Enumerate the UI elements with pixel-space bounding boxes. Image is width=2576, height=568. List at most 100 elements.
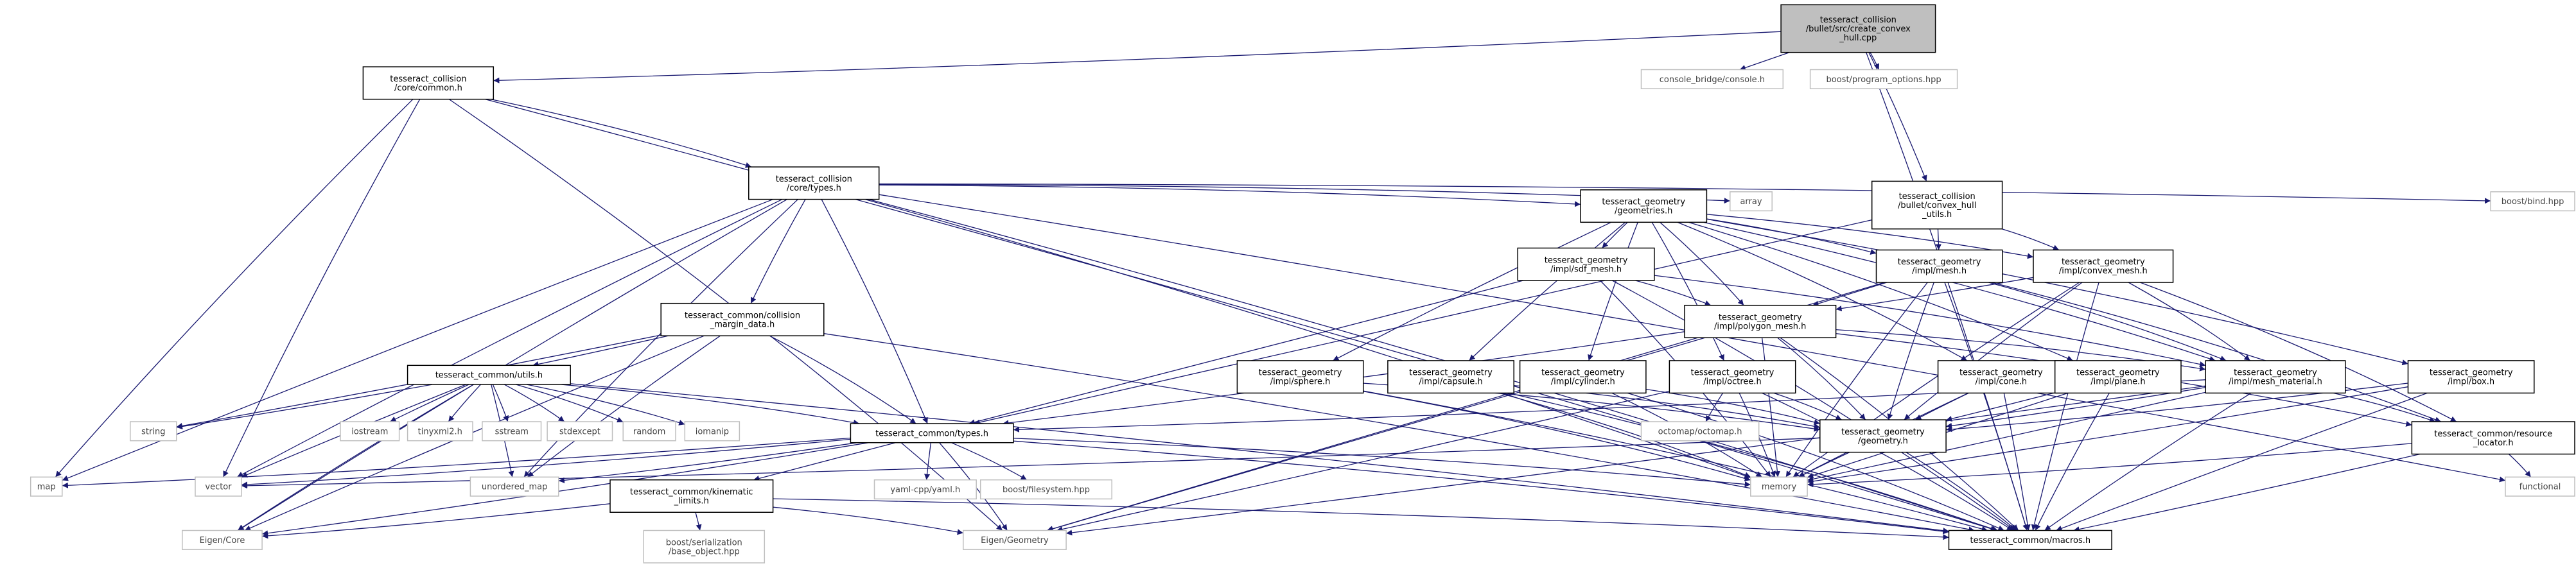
node-label: /impl/convex_mesh.h <box>2059 266 2148 276</box>
node-kinematic-limits[interactable]: tesseract_common/kinematic_limits.h <box>609 479 774 513</box>
node-label: random <box>633 427 665 436</box>
edge-common_utils-to-iostream <box>390 384 469 422</box>
node-yaml-cpp: yaml-cpp/yaml.h <box>873 479 977 500</box>
edge-common_types-to-memory <box>1013 438 1751 488</box>
node-polygon-mesh[interactable]: tesseract_geometry/impl/polygon_mesh.h <box>1684 304 1837 338</box>
node-box <box>2033 249 2174 283</box>
edge-plane-to-macros <box>2035 393 2110 531</box>
node-resource-locator[interactable]: tesseract_common/resource_locator.h <box>2411 421 2575 455</box>
node-label: unordered_map <box>482 483 548 492</box>
node-box <box>1236 360 1364 394</box>
node-sdf-mesh[interactable]: tesseract_geometry/impl/sdf_mesh.h <box>1517 247 1655 281</box>
edge-convex_mesh-to-resource_locator <box>2139 282 2457 422</box>
node-label: tesseract_geometry <box>1719 313 1802 323</box>
edge-create_convex_hull-to-collision_common <box>493 31 1782 83</box>
node-mesh[interactable]: tesseract_geometry/impl/mesh.h <box>1875 249 2003 283</box>
node-box <box>482 421 542 442</box>
edge-common_types-to-eigen_core <box>262 442 869 537</box>
node-box <box>1387 360 1514 394</box>
edge-geometries-to-sdf_mesh <box>1602 221 1628 248</box>
node-box <box>407 365 571 385</box>
node-label: tesseract_geometry <box>1541 368 1625 378</box>
node-box <box>1937 360 2065 394</box>
node-box <box>1669 360 1796 394</box>
edge-collision_margin_data-to-unordered_map <box>527 335 721 478</box>
edge-collision_types-to-memory <box>865 199 1751 479</box>
node-label: octomap/octomap.h <box>1658 427 1742 436</box>
edge-capsule-to-memory <box>1499 392 1751 478</box>
edge-common_utils-to-common_types <box>561 384 860 426</box>
edge-resource_locator-to-functional <box>2509 454 2532 478</box>
node-collision-margin-data[interactable]: tesseract_common/collision_margin_data.h <box>660 302 825 336</box>
node-box <box>1519 360 1647 394</box>
edge-mesh-to-memory <box>1785 282 1928 478</box>
node-octree[interactable]: tesseract_geometry/impl/octree.h <box>1669 360 1796 394</box>
node-label: tesseract_geometry <box>2062 257 2145 267</box>
node-label: tesseract_common/macros.h <box>1970 536 2090 546</box>
edge-plane-to-geometry <box>1945 392 2055 422</box>
node-label: /geometry.h <box>1858 436 1908 446</box>
node-box <box>1809 69 1958 89</box>
node-eigen-core: Eigen/Core <box>182 529 263 550</box>
node-string: string <box>130 421 177 442</box>
node-box <box>2407 360 2535 394</box>
node-tinyxml2: tinyxml2.h <box>407 421 473 442</box>
node-box <box>195 476 242 497</box>
node-box <box>748 166 880 200</box>
node-box <box>30 476 63 497</box>
node-label: tesseract_common/collision <box>685 311 800 321</box>
node-capsule[interactable]: tesseract_geometry/impl/capsule.h <box>1387 360 1514 394</box>
edge-collision_common-to-collision_types <box>490 98 752 168</box>
node-label: array <box>1740 197 1762 207</box>
node-program-options: boost/program_options.hpp <box>1809 69 1958 89</box>
edge-collision_types-to-boost_bind <box>879 183 2491 204</box>
node-plane[interactable]: tesseract_geometry/impl/plane.h <box>2054 360 2182 394</box>
edge-polygon_mesh-to-geometry <box>1777 337 1866 420</box>
edge-layer <box>55 31 2532 540</box>
node-label: tesseract_geometry <box>2076 368 2160 378</box>
node-label: _locator.h <box>2473 438 2514 448</box>
node-geometries[interactable]: tesseract_geometry/geometries.h <box>1580 189 1708 223</box>
node-box <box>2054 360 2182 394</box>
node-functional: functional <box>2505 476 2575 497</box>
node-macros[interactable]: tesseract_common/macros.h <box>1948 529 2112 550</box>
node-convex-mesh[interactable]: tesseract_geometry/impl/convex_mesh.h <box>2033 249 2174 283</box>
edge-kinematic_limits-to-serialization <box>695 512 702 531</box>
edge-sdf_mesh-to-common_types <box>968 280 1523 426</box>
node-collision-common[interactable]: tesseract_collision/core/common.h <box>362 66 495 100</box>
node-collision-types[interactable]: tesseract_collision/core/types.h <box>748 166 880 200</box>
node-label: tinyxml2.h <box>418 427 462 436</box>
edge-collision_common-to-map <box>55 99 414 478</box>
node-label: tesseract_geometry <box>1691 368 1774 378</box>
node-box <box>2490 191 2575 212</box>
node-label: /impl/sdf_mesh.h <box>1550 264 1622 274</box>
edge-cylinder-to-geometry <box>1645 388 1820 426</box>
node-box <box>643 529 766 564</box>
node-label: /impl/box.h <box>2448 377 2494 387</box>
node-label: /bullet/convex_hull <box>1898 201 1976 211</box>
node-common-utils[interactable]: tesseract_common/utils.h <box>407 365 571 385</box>
edge-convex_hull_utils-to-mesh <box>1935 228 1941 250</box>
edge-cone-to-macros <box>2003 393 2031 531</box>
node-unordered-map: unordered_map <box>469 476 559 497</box>
edge-collision_types-to-vector <box>236 199 782 478</box>
node-common-types[interactable]: tesseract_common/types.h <box>850 423 1014 443</box>
node-convex-hull-utils[interactable]: tesseract_collision/bullet/convex_hull_u… <box>1871 180 2003 230</box>
node-label: _limits.h <box>674 497 709 506</box>
node-geometry[interactable]: tesseract_geometry/geometry.h <box>1819 419 1947 453</box>
node-sphere[interactable]: tesseract_geometry/impl/sphere.h <box>1236 360 1364 394</box>
edge-geometries-to-polygon_mesh <box>1660 221 1744 306</box>
node-label: tesseract_common/utils.h <box>435 371 543 381</box>
node-iomanip: iomanip <box>684 421 740 442</box>
edge-geometries-to-sphere <box>1333 221 1611 361</box>
node-label: /impl/cylinder.h <box>1551 377 1615 387</box>
node-box[interactable]: tesseract_geometry/impl/box.h <box>2407 360 2535 394</box>
node-label: tesseract_geometry <box>1259 368 1342 378</box>
node-mesh-material[interactable]: tesseract_geometry/impl/mesh_material.h <box>2205 360 2346 394</box>
node-cylinder[interactable]: tesseract_geometry/impl/cylinder.h <box>1519 360 1647 394</box>
node-label: tesseract_collision <box>1899 192 1976 202</box>
node-cone[interactable]: tesseract_geometry/impl/cone.h <box>1937 360 2065 394</box>
node-box <box>1750 476 1808 497</box>
node-create-convex-hull[interactable]: tesseract_collision/bullet/src/create_co… <box>1780 4 1936 53</box>
edge-collision_common-to-macros <box>485 98 1997 532</box>
